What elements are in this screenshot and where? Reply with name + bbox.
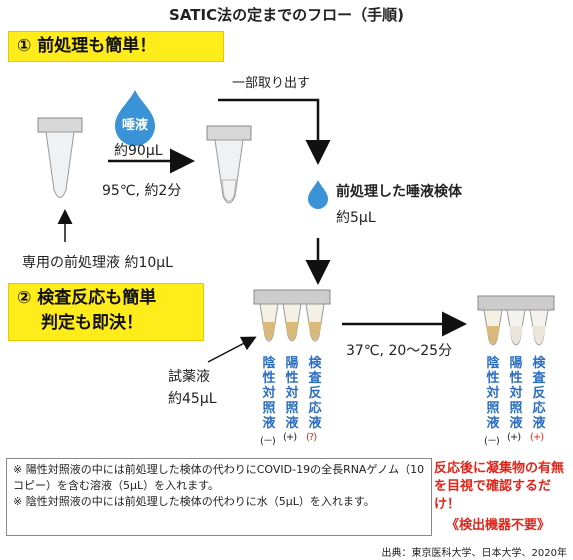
step1-banner-text: ① 前処理も簡単！: [17, 36, 157, 56]
saliva-volume: 約90µL: [114, 143, 163, 159]
saliva-label: 唾液: [121, 118, 148, 133]
tube-with-saliva-icon: [206, 125, 252, 204]
label-negative-before: 陰性対照液: [262, 356, 276, 431]
step2-banner-line1: ② 検査反応も簡単: [17, 288, 157, 308]
note-negative-control: ※ 陰性対照液の中には前処理した検体の代わりに水（5µL）を入れます。: [13, 495, 375, 508]
label-test-before: 検査反応液: [308, 356, 322, 431]
pretreat-liquid-label: 専用の前処理液 約10µL: [22, 255, 173, 271]
mark-positive-before: (+): [283, 432, 297, 443]
arrow-extract: [218, 98, 331, 165]
reagent-volume: 約45µL: [168, 391, 217, 407]
label-positive-before: 陽性対照液: [285, 356, 299, 431]
three-tubes-after-icon: [477, 295, 555, 346]
label-negative-after: 陰性対照液: [486, 356, 500, 431]
mark-test-before: (?): [306, 432, 317, 443]
step2-banner-line2: 判定も即決！: [41, 313, 143, 333]
notes-box: ※ 陽性対照液の中には前処理した検体の代わりにCOVID-19の全長RNAゲノム…: [6, 458, 432, 536]
label-test-after: 検査反応液: [532, 356, 546, 431]
tube-empty-icon: [37, 117, 83, 198]
three-tubes-before-icon: [253, 289, 331, 342]
arrow-reagent: [207, 336, 257, 363]
processed-drop-icon: [308, 180, 328, 209]
step2-banner: ② 検査反応も簡単 判定も即決！: [8, 283, 204, 341]
source-credit: 出典：東京医科大学、日本大学、2020年: [381, 548, 567, 559]
processed-volume: 約5µL: [336, 210, 376, 226]
mark-positive-after: (+): [507, 432, 521, 443]
processed-sample-label: 前処理した唾液検体: [336, 184, 462, 200]
extract-label: 一部取り出す: [232, 76, 311, 91]
label-positive-after: 陽性対照液: [509, 356, 523, 431]
step1-banner: ① 前処理も簡単！: [8, 31, 224, 62]
mark-test-after: (+): [530, 432, 544, 443]
note-positive-control: ※ 陽性対照液の中には前処理した検体の代わりにCOVID-19の全長RNAゲノム…: [13, 463, 425, 492]
mark-negative-before: (－): [260, 436, 276, 447]
heat-condition: 95℃, 約2分: [102, 183, 182, 199]
reagent-label: 試薬液: [168, 369, 210, 385]
mark-negative-after: (－): [484, 436, 500, 447]
saliva-drop-icon: [115, 90, 155, 146]
result-text: 反応後に凝集物の有無を目視で確認するだけ！: [434, 461, 565, 512]
result-text-no-device: 《検出機器不要》: [446, 518, 551, 533]
reaction-condition: 37℃, 20～25分: [346, 343, 453, 359]
diagram-title: SATIC法の定までのフロー（手順): [169, 6, 404, 24]
